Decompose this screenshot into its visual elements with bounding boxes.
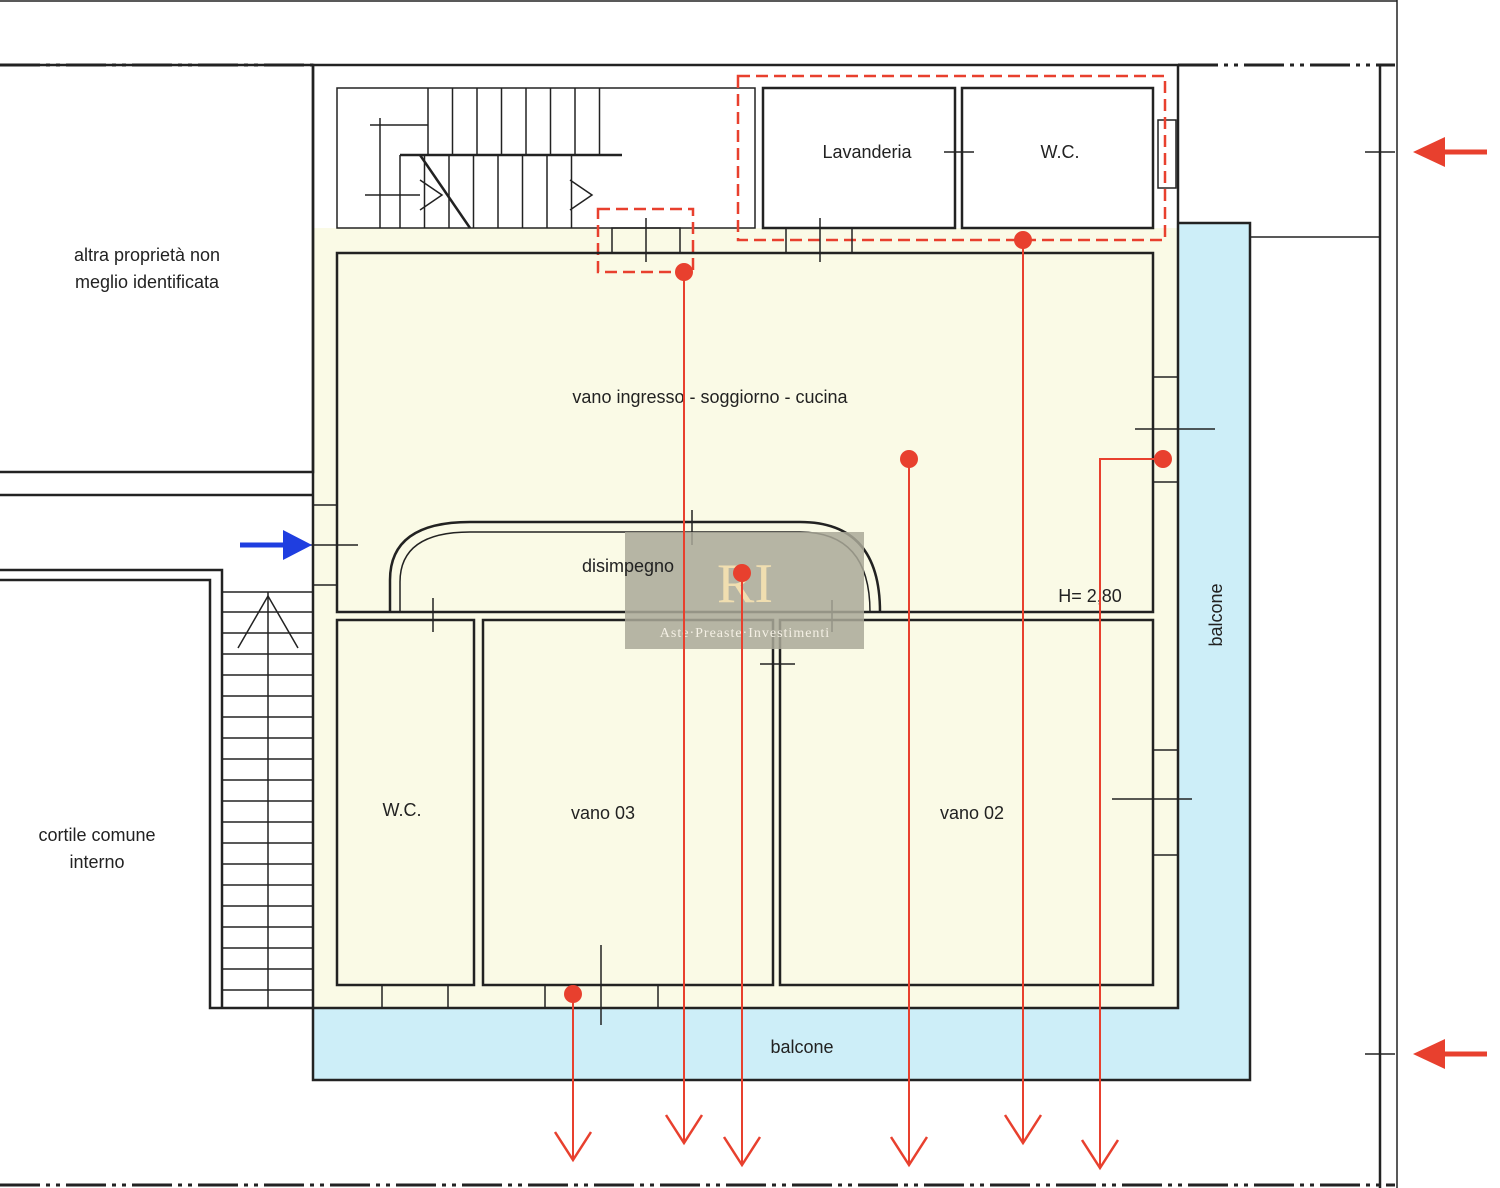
highlight-box-door bbox=[596, 207, 695, 274]
photo-markers bbox=[553, 231, 1172, 1171]
photo-marker bbox=[1080, 450, 1172, 1171]
photo-marker bbox=[1003, 231, 1043, 1146]
label-height: H= 2,80 bbox=[1058, 586, 1122, 606]
label-balcony-bottom: balcone bbox=[770, 1037, 833, 1057]
label-laundry: Lavanderia bbox=[822, 142, 912, 162]
label-living: vano ingresso - soggiorno - cucina bbox=[572, 387, 848, 407]
label-other-property-2: meglio identificata bbox=[75, 272, 220, 292]
label-room-02: vano 02 bbox=[940, 803, 1004, 823]
photo-marker bbox=[889, 450, 929, 1168]
room-wc-top bbox=[960, 86, 1155, 230]
label-balcony-right: balcone bbox=[1206, 583, 1226, 646]
red-arrow-icon bbox=[1413, 1039, 1487, 1069]
internal-stairs bbox=[365, 88, 601, 228]
wall bbox=[0, 578, 313, 1010]
room-laundry bbox=[761, 86, 957, 230]
window bbox=[381, 984, 449, 1009]
label-courtyard-2: interno bbox=[69, 852, 124, 872]
other-property-area bbox=[0, 63, 315, 474]
hallway-curve bbox=[388, 520, 882, 613]
window bbox=[1157, 119, 1177, 189]
balcony-outline bbox=[311, 221, 1252, 1082]
window bbox=[1152, 749, 1179, 856]
balcony-bottom bbox=[313, 1008, 1250, 1080]
watermark: RI Aste·Preaste·Investimenti bbox=[625, 532, 864, 649]
label-room-03: vano 03 bbox=[571, 803, 635, 823]
watermark-text: Aste·Preaste·Investimenti bbox=[660, 626, 830, 641]
stairwell bbox=[336, 87, 756, 229]
label-hallway: disimpegno bbox=[582, 556, 674, 576]
watermark-logo: RI bbox=[717, 553, 773, 615]
red-arrow-icon bbox=[1413, 137, 1487, 167]
label-wc-top: W.C. bbox=[1041, 142, 1080, 162]
label-other-property: altra proprietà non bbox=[74, 245, 220, 265]
entry-arrow bbox=[240, 530, 312, 560]
photo-marker bbox=[664, 263, 704, 1146]
external-stairs bbox=[221, 591, 314, 1009]
label-wc-bottom: W.C. bbox=[383, 800, 422, 820]
photo-marker bbox=[553, 985, 593, 1163]
photo-marker bbox=[722, 564, 762, 1168]
wall bbox=[0, 568, 224, 1008]
highlight-box-services bbox=[736, 74, 1167, 242]
balcony-right bbox=[1178, 223, 1250, 1080]
label-courtyard: cortile comune bbox=[38, 825, 155, 845]
